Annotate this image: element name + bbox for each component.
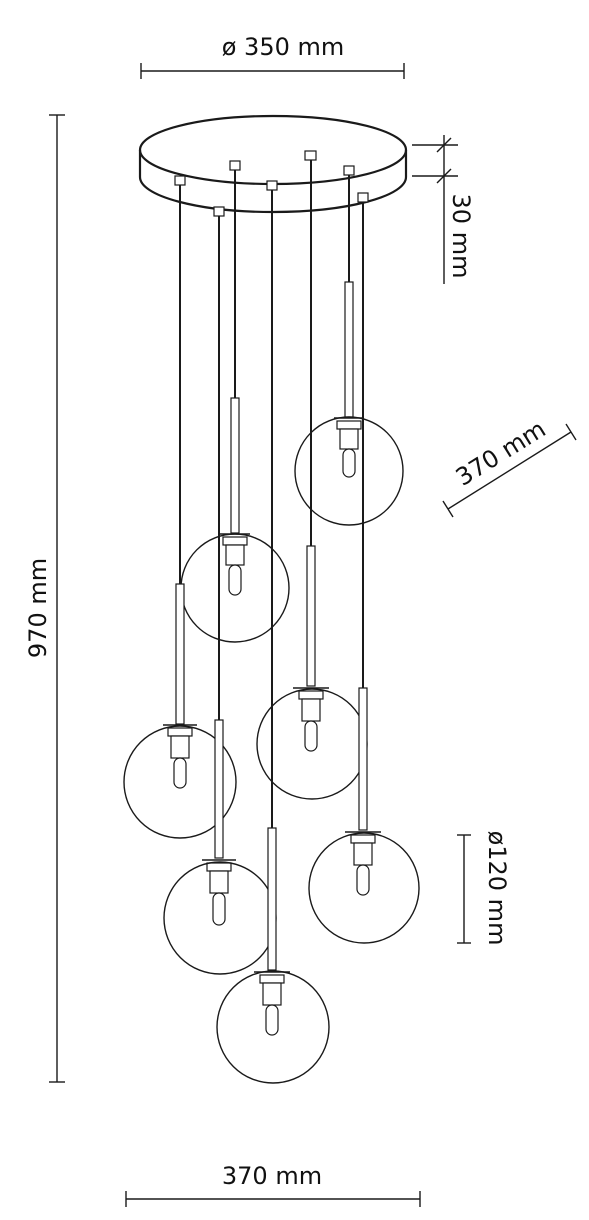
socket-cap <box>222 536 248 546</box>
canopy-diameter-label: ø 350 mm <box>222 33 345 61</box>
socket-cap <box>259 974 285 984</box>
cord-anchor <box>213 206 225 217</box>
cord-anchor <box>229 160 241 171</box>
canopy-height-label: 30 mm <box>447 194 475 279</box>
canopy-height-dimension: 30 mm <box>412 135 475 284</box>
suspension-rod <box>306 545 316 687</box>
pendant-4 <box>123 175 237 839</box>
bulb <box>265 1004 279 1036</box>
glass-globe <box>294 416 404 526</box>
pendant-6 <box>308 192 420 944</box>
suspension-rod <box>344 281 354 418</box>
socket-cap <box>350 834 376 844</box>
lamp-socket <box>262 982 282 1006</box>
cluster-depth-dimension: 370 mm <box>442 415 577 518</box>
cluster-width-label: 370 mm <box>222 1162 322 1190</box>
globe-diameter-dimension: ø120 mm <box>457 831 511 946</box>
bulb <box>304 720 318 752</box>
bulb <box>228 564 242 596</box>
bulb <box>342 448 356 478</box>
glass-globe <box>123 725 237 839</box>
cord-anchor <box>343 165 355 176</box>
pendant-3 <box>256 150 368 800</box>
suspension-rod <box>214 719 224 859</box>
socket-cap <box>336 420 362 430</box>
glass-globe <box>308 832 420 944</box>
cluster-width-dimension: 370 mm <box>125 1162 421 1207</box>
pendant-2 <box>180 160 290 643</box>
pendant-7 <box>216 180 330 1084</box>
cluster-depth-label: 370 mm <box>451 415 551 492</box>
total-height-dimension: 970 mm <box>24 114 65 1083</box>
suspension-rod <box>175 583 185 725</box>
bulb <box>356 864 370 896</box>
total-height-label: 970 mm <box>24 558 52 658</box>
lamp-socket <box>353 842 373 866</box>
bulb <box>212 892 226 926</box>
lamp-socket <box>339 428 359 450</box>
socket-cap <box>206 862 232 872</box>
socket-cap <box>167 727 193 737</box>
bulb <box>173 757 187 789</box>
lamp-socket <box>301 698 321 722</box>
cord-anchor <box>357 192 369 203</box>
pendant-1 <box>294 165 404 526</box>
canopy-diameter-dimension: ø 350 mm <box>140 33 405 79</box>
glass-globe <box>216 970 330 1084</box>
cord-anchor <box>174 175 186 186</box>
pendant-5 <box>163 206 277 975</box>
cord-anchor <box>266 180 278 191</box>
suspension-rod <box>358 687 368 831</box>
suspension-rod <box>230 397 240 534</box>
globe-diameter-label: ø120 mm <box>483 831 511 946</box>
suspension-rod <box>267 827 277 971</box>
lamp-socket <box>225 544 245 566</box>
lamp-socket <box>170 735 190 759</box>
socket-cap <box>298 690 324 700</box>
cord-anchor <box>304 150 317 161</box>
lamp-socket <box>209 870 229 894</box>
